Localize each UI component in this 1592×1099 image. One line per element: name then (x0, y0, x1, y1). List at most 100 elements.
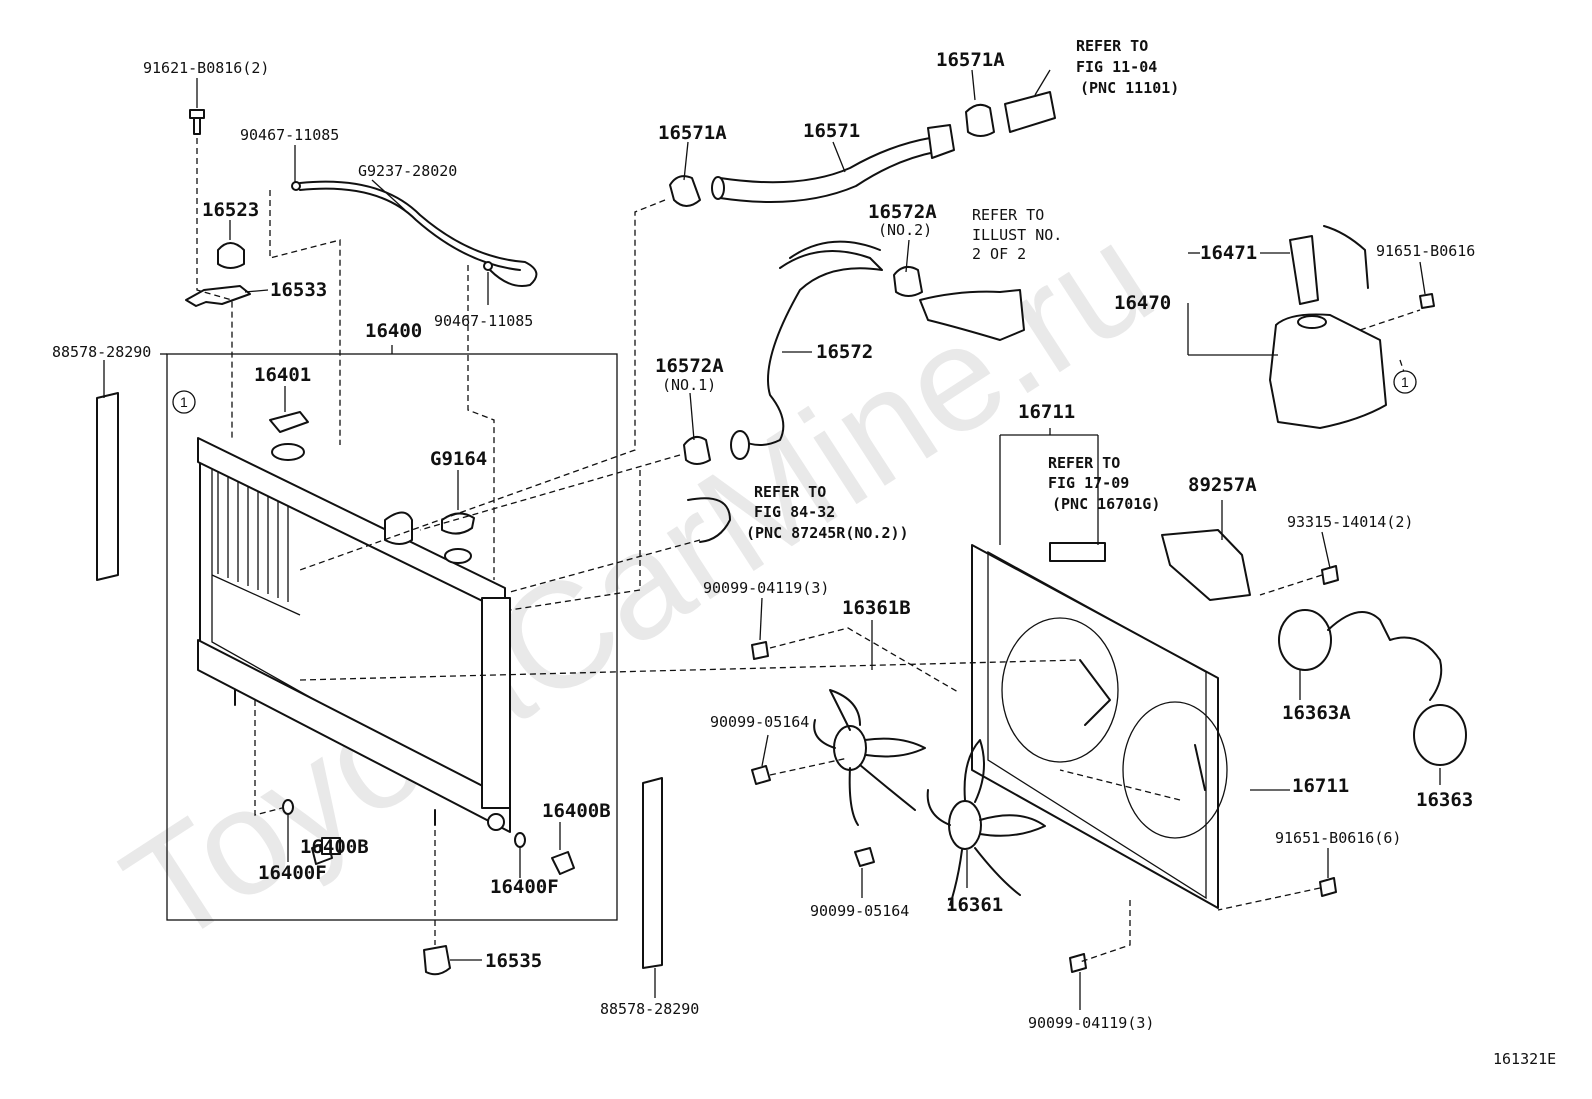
label-90467-top[interactable]: 90467-11085 (240, 126, 339, 144)
drain-plug-left[interactable] (282, 799, 341, 865)
label-16572a-mid-note: (NO.1) (662, 376, 716, 394)
ref-fig-17-09[interactable]: REFER TO FIG 17-09 (PNC 16701G) (1048, 454, 1160, 513)
label-16361b[interactable]: 16361B (842, 597, 911, 619)
label-16571a-left[interactable]: 16571A (658, 122, 727, 144)
label-90099-05164-bottom[interactable]: 90099-05164 (810, 902, 909, 920)
ref-fig-84-32[interactable]: REFER TO FIG 84-32 (PNC 87245R(NO.2)) (746, 483, 909, 542)
label-90099-04119-bottom[interactable]: 90099-04119(3) (1028, 1014, 1154, 1032)
label-93315[interactable]: 93315-14014(2) (1287, 513, 1413, 531)
label-91651-bottom[interactable]: 91651-B0616(6) (1275, 829, 1401, 847)
label-88578-left[interactable]: 88578-28290 (52, 343, 151, 361)
ref-fig-17-09-line1: REFER TO (1048, 454, 1120, 472)
figure-code: 161321E (1493, 1050, 1556, 1068)
label-16400f-left[interactable]: 16400F (258, 862, 327, 884)
fan-shroud[interactable] (971, 544, 1228, 909)
label-90467-bottom[interactable]: 90467-11085 (434, 312, 533, 330)
label-91651-top[interactable]: 91651-B0616 (1376, 242, 1475, 260)
ref-fig-17-09-line3: (PNC 16701G) (1052, 495, 1160, 513)
ref-fig-84-32-line2: FIG 84-32 (754, 503, 835, 521)
label-16572a-mid[interactable]: 16572A (655, 355, 724, 377)
ref-fig-84-32-line1: REFER TO (754, 483, 826, 501)
water-inlet (919, 289, 1025, 341)
ref-fig-84-32-line3: (PNC 87245R(NO.2)) (746, 524, 909, 542)
ref-fig-11-04-line2: FIG 11-04 (1076, 58, 1157, 76)
label-16572[interactable]: 16572 (816, 341, 873, 363)
label-16572a-top-note: (NO.2) (878, 221, 932, 239)
label-16572a-top[interactable]: 16572A (868, 201, 937, 223)
label-16363a[interactable]: 16363A (1282, 702, 1351, 724)
upper-radiator-hose[interactable] (719, 137, 931, 184)
label-16571[interactable]: 16571 (803, 120, 860, 142)
hose-clamp-16571A-left[interactable] (669, 175, 701, 207)
radiator-seal-left[interactable] (96, 392, 119, 581)
label-16400[interactable]: 16400 (365, 320, 422, 342)
ref-fig-11-04-line3: (PNC 11101) (1080, 79, 1179, 97)
lower-mount-cushion[interactable] (423, 945, 451, 976)
label-16470[interactable]: 16470 (1114, 292, 1171, 314)
ref-illust-line2: ILLUST NO. (972, 226, 1062, 244)
label-g9237[interactable]: G9237-28020 (358, 162, 457, 180)
radiator-seal-bottom[interactable] (642, 777, 663, 969)
radiator-cap[interactable] (269, 411, 309, 433)
bolt-91621[interactable] (189, 109, 205, 135)
lower-radiator-hose[interactable] (739, 249, 883, 446)
label-16471[interactable]: 16471 (1200, 242, 1257, 264)
hose-clamp-16571A-top[interactable] (965, 103, 995, 137)
assembly-lines (196, 138, 1421, 963)
overflow-hose[interactable] (299, 180, 538, 287)
callout-1-right-text: 1 (1401, 374, 1409, 390)
fan-16361B[interactable] (813, 689, 926, 826)
engine-pipe (1004, 91, 1056, 133)
label-90099-05164-top[interactable]: 90099-05164 (710, 713, 809, 731)
fan-resistor[interactable] (1161, 529, 1251, 601)
label-90099-04119-top[interactable]: 90099-04119(3) (703, 579, 829, 597)
drain-plug-right[interactable] (514, 832, 575, 875)
ref-fig-17-09-line2: FIG 17-09 (1048, 474, 1129, 492)
label-16363[interactable]: 16363 (1416, 789, 1473, 811)
ref-illust-line1: REFER TO (972, 206, 1044, 224)
leader-lines (103, 69, 1441, 1010)
label-16400b-right[interactable]: 16400B (542, 800, 611, 822)
ref-illust-line3: 2 OF 2 (972, 245, 1026, 263)
label-88578-bottom[interactable]: 88578-28290 (600, 1000, 699, 1018)
label-g9164[interactable]: G9164 (430, 448, 487, 470)
label-16711-right[interactable]: 16711 (1292, 775, 1349, 797)
reservoir-cap[interactable] (441, 512, 475, 535)
label-16571a-top[interactable]: 16571A (936, 49, 1005, 71)
label-16533[interactable]: 16533 (270, 279, 327, 301)
label-16400f-right[interactable]: 16400F (490, 876, 559, 898)
bolt-91651-bottom[interactable] (1319, 877, 1337, 897)
label-89257a[interactable]: 89257A (1188, 474, 1257, 496)
bolt-90099-04119-top[interactable] (751, 641, 769, 660)
radiator-core[interactable] (197, 437, 511, 833)
cushion-16523[interactable] (217, 242, 245, 269)
nut-90099-05164-bottom[interactable] (854, 847, 875, 867)
label-16711-top[interactable]: 16711 (1018, 401, 1075, 423)
label-16400b-left[interactable]: 16400B (300, 836, 369, 858)
bolt-90099-04119-bottom[interactable] (1069, 953, 1087, 973)
reservoir-hose[interactable] (1289, 235, 1319, 305)
hose-clamp-16572A-no1[interactable] (683, 435, 711, 465)
label-16401[interactable]: 16401 (254, 364, 311, 386)
fan-16361[interactable] (926, 739, 1046, 906)
ref-fig-11-04[interactable]: REFER TO FIG 11-04 (PNC 11101) (1076, 37, 1179, 97)
ref-fig-11-04-line1: REFER TO (1076, 37, 1148, 55)
ref-illust[interactable]: REFER TO ILLUST NO. 2 OF 2 (972, 206, 1062, 263)
hose-clamp-16572A-no2[interactable] (893, 265, 923, 297)
shroud-label-plate (1049, 542, 1106, 562)
label-16523[interactable]: 16523 (202, 199, 259, 221)
oil-cooler-hose (687, 497, 731, 543)
reservoir-bolt[interactable] (1419, 293, 1435, 309)
bolt-93315[interactable] (1321, 565, 1339, 585)
label-16361[interactable]: 16361 (946, 894, 1003, 916)
coolant-reservoir[interactable] (1269, 313, 1387, 429)
fan-motor-16363A[interactable] (1278, 609, 1443, 701)
callout-1-left-text: 1 (180, 394, 188, 410)
label-16535[interactable]: 16535 (485, 950, 542, 972)
fan-motor-16363[interactable] (1413, 704, 1467, 766)
nut-90099-05164-top[interactable] (751, 765, 771, 785)
label-91621[interactable]: 91621-B0816(2) (143, 59, 269, 77)
part-labels: 91621-B0816(2) 90467-11085 G9237-28020 1… (52, 49, 1475, 1032)
